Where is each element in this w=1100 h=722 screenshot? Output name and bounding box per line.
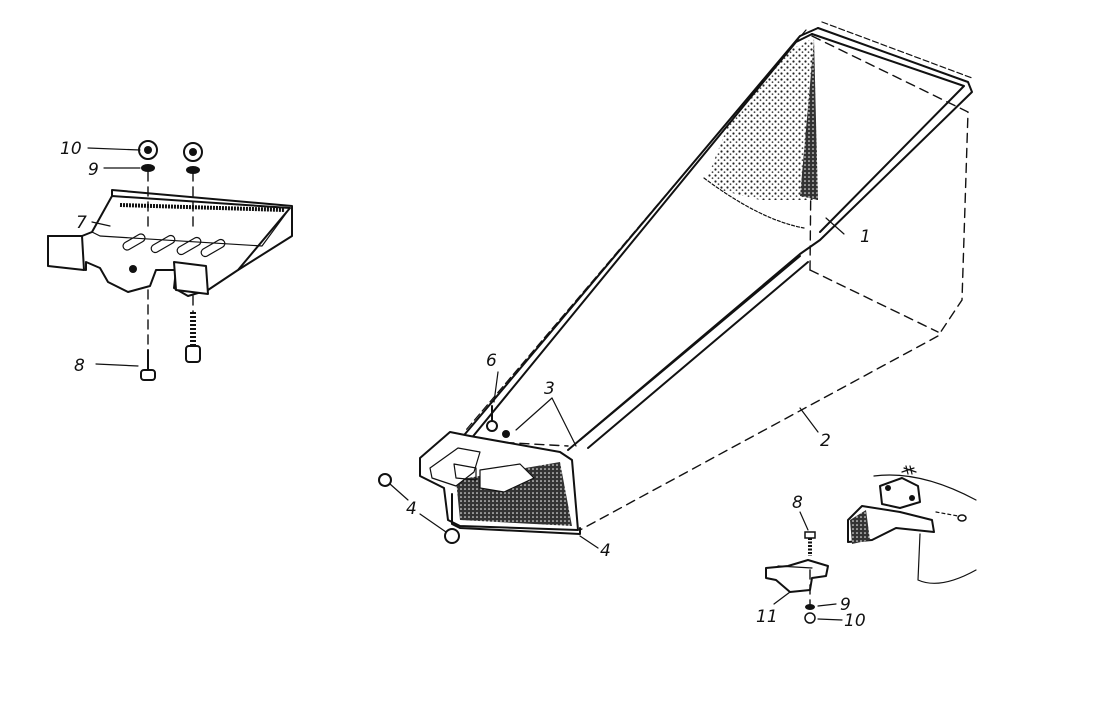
cap-nut-icon [444, 528, 460, 544]
bolt-icon [140, 349, 156, 381]
washer-icon [805, 604, 815, 610]
callout-4-lower: 4 [600, 541, 611, 561]
callout-8-detail: 8 [792, 493, 803, 513]
callout-11: 11 [756, 607, 778, 627]
bolt-icon [804, 531, 816, 556]
callout-7: 7 [76, 213, 87, 233]
bracket-assembly: 10 9 7 8 [47, 139, 293, 381]
callout-10-detail: 10 [844, 611, 866, 631]
washer-icon [141, 164, 155, 172]
cap-nut-icon [378, 473, 392, 487]
callout-1: 1 [860, 227, 871, 247]
callout-2: 2 [820, 431, 831, 451]
small-bolt-icon [486, 405, 510, 438]
nut-icon [183, 142, 203, 162]
bracket-slots [122, 233, 226, 258]
callout-4: 4 [406, 499, 417, 519]
bolt-icon [185, 312, 201, 363]
grass-catcher-bag: 1 2 3 6 4 4 [378, 21, 973, 561]
nut-icon [804, 612, 816, 624]
mounting-detail: 8 11 9 10 [756, 465, 977, 631]
nut-icon [138, 140, 158, 160]
callout-9-detail: 9 [840, 595, 851, 615]
callout-6: 6 [486, 351, 497, 371]
callout-8: 8 [74, 356, 85, 376]
callout-3: 3 [544, 379, 555, 399]
washer-icon [186, 166, 200, 174]
callout-10: 10 [60, 139, 82, 159]
callout-9: 9 [88, 160, 99, 180]
